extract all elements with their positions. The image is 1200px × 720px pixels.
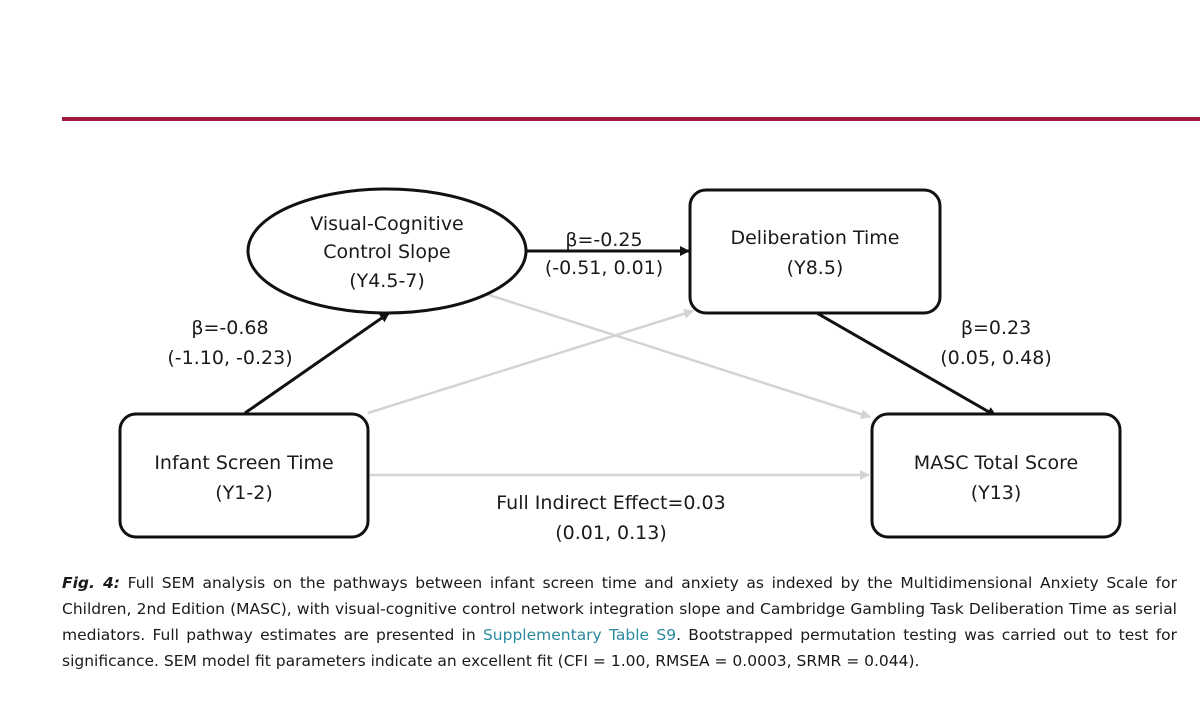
path-exposure-to-mediator1 bbox=[244, 311, 390, 415]
node-label-line: (Y13) bbox=[971, 482, 1022, 504]
figure-label: Fig. 4: bbox=[62, 574, 120, 592]
header-rule bbox=[62, 117, 1200, 121]
node-label-line: Infant Screen Time bbox=[154, 452, 333, 474]
edge-ci-mediator2-to-outcome: (0.05, 0.48) bbox=[940, 347, 1052, 369]
path-mediator2-to-outcome bbox=[814, 310, 997, 418]
node-label-line: (Y4.5-7) bbox=[349, 270, 425, 292]
caption-text: . Bootstrapped permutation testing was c… bbox=[62, 626, 1178, 670]
node-visual-cognitive-control-slope: Visual-Cognitive Control Slope (Y4.5-7) bbox=[246, 187, 528, 315]
node-deliberation-time: Deliberation Time (Y8.5) bbox=[688, 188, 942, 315]
path-exposure-to-mediator2 bbox=[367, 308, 694, 415]
node-label-line: Control Slope bbox=[323, 241, 450, 263]
node-label-line: MASC Total Score bbox=[914, 452, 1078, 474]
edge-indirect-effect-label: Full Indirect Effect=0.03 bbox=[496, 492, 725, 514]
node-label-line: Visual-Cognitive bbox=[310, 213, 464, 235]
sem-path-diagram: Visual-Cognitive Control Slope (Y4.5-7) … bbox=[118, 187, 1122, 544]
edge-indirect-effect-ci: (0.01, 0.13) bbox=[555, 522, 667, 544]
figure-caption: Fig. 4: Full SEM analysis on the pathway… bbox=[62, 570, 1177, 674]
edge-beta-exposure-to-mediator1: β=-0.68 bbox=[191, 317, 268, 339]
node-label-line: Deliberation Time bbox=[730, 227, 899, 249]
edge-beta-mediator1-to-mediator2: β=-0.25 bbox=[565, 229, 642, 251]
caption-text: Full SEM analysis on the pathways betwee… bbox=[62, 574, 1177, 644]
node-infant-screen-time: Infant Screen Time (Y1-2) bbox=[118, 412, 370, 539]
node-label-line: (Y8.5) bbox=[787, 257, 844, 279]
edge-beta-mediator2-to-outcome: β=0.23 bbox=[961, 317, 1031, 339]
node-label-line: (Y1-2) bbox=[215, 482, 272, 504]
supplementary-table-link[interactable]: Supplementary Table S9 bbox=[482, 626, 677, 644]
edge-ci-mediator1-to-mediator2: (-0.51, 0.01) bbox=[545, 257, 663, 279]
node-masc-total-score: MASC Total Score (Y13) bbox=[870, 412, 1122, 539]
path-mediator1-to-outcome bbox=[485, 292, 871, 420]
edge-ci-exposure-to-mediator1: (-1.10, -0.23) bbox=[167, 347, 292, 369]
